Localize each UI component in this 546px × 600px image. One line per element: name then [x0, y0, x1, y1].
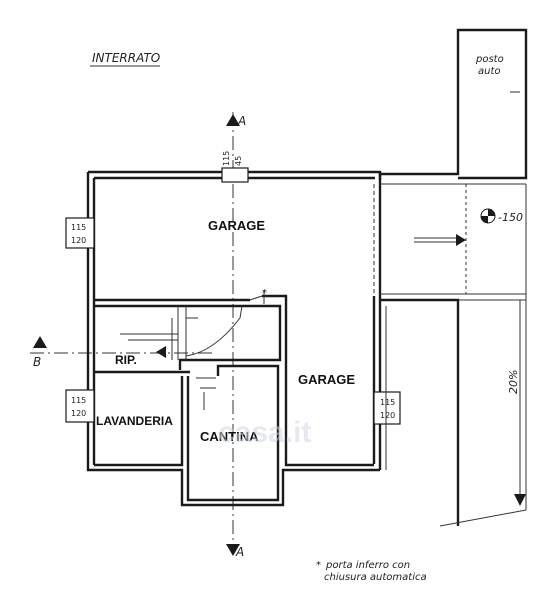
partition-rip [94, 304, 282, 370]
window-right-dim-a: 115 [380, 398, 395, 407]
section-arrow-bottom [226, 544, 240, 556]
window-left-bottom: 115 120 [65, 389, 95, 423]
level-marker: -150 [498, 211, 523, 224]
drive-arrow-head [456, 234, 466, 246]
window-right: 115 120 [373, 391, 401, 425]
room-garage-right: GARAGE [298, 372, 355, 387]
note-line-2: chiusura automatica [324, 572, 427, 583]
section-marker-bottom: A [235, 545, 244, 559]
level-icon [480, 208, 496, 224]
ramp-slope: 20% [507, 370, 520, 394]
window-top: 115 45 [221, 151, 249, 183]
window-left-bottom-dim-a: 115 [71, 396, 86, 405]
ramp-bottom-edge [439, 509, 527, 527]
section-arrow-top [226, 114, 240, 126]
room-cantina: CANTINA [200, 429, 259, 444]
section-arrow-left [33, 336, 47, 348]
parking-outline [380, 28, 528, 180]
staircase [120, 305, 243, 410]
window-right-dim-b: 120 [380, 411, 395, 420]
partition-cantina [186, 364, 280, 502]
section-marker-left: B [33, 355, 41, 369]
watermark: casa.it [218, 416, 311, 449]
ramp-left-wall [380, 298, 460, 526]
plan-title: INTERRATO [92, 51, 160, 65]
door-mark: * [262, 288, 267, 299]
partition-lavanderia [94, 376, 184, 467]
window-top-dim-b: 45 [234, 156, 243, 166]
section-marker-top: A [237, 114, 246, 128]
room-rip: RIP. [115, 353, 137, 367]
window-top-dim-a: 115 [222, 151, 231, 166]
note-star: * [316, 560, 321, 571]
window-left-top-dim-b: 120 [71, 236, 86, 245]
wall-outline-bottom [86, 172, 380, 507]
window-left-top-dim-a: 115 [71, 223, 86, 232]
window-left-top: 115 120 [65, 217, 95, 249]
partition-garage-right [262, 294, 374, 467]
room-lavanderia: LAVANDERIA [96, 414, 173, 428]
room-garage-top: GARAGE [208, 218, 265, 233]
window-left-bottom-dim-b: 120 [71, 409, 86, 418]
parking-label-2: auto [478, 66, 501, 77]
note-line-1: porta inferro con [325, 560, 410, 571]
ramp-slope-arrow [514, 494, 526, 506]
parking-label-1: posto [475, 54, 504, 65]
garage-door-leaf [249, 295, 263, 301]
